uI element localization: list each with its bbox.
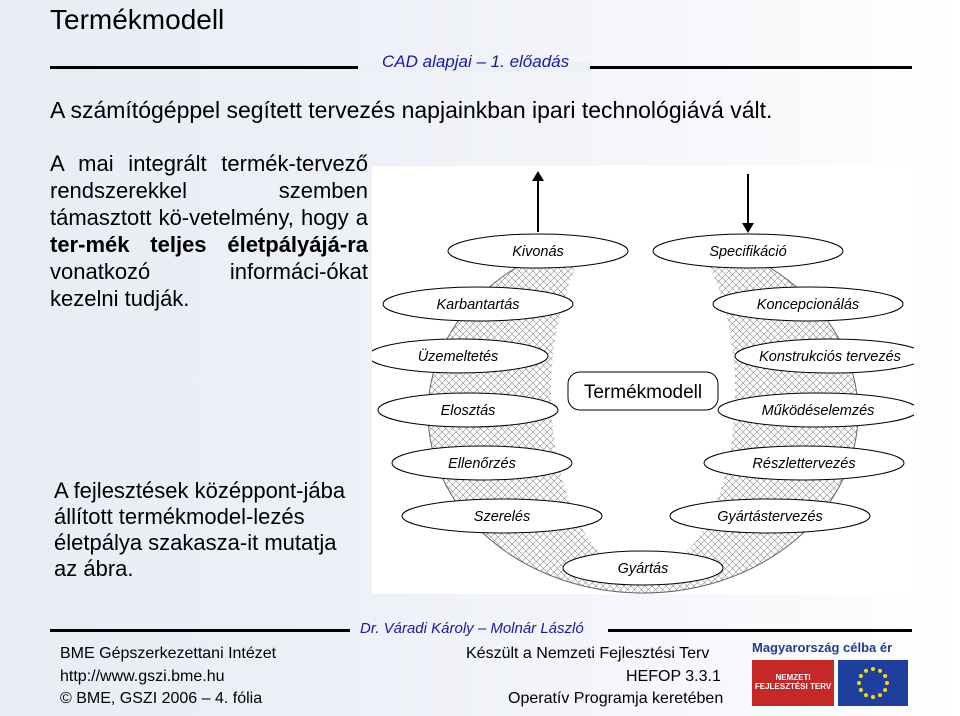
intro-text-bold: ter-mék teljes életpályájá-ra bbox=[50, 232, 368, 257]
slide-title: Termékmodell bbox=[50, 4, 225, 35]
right-stage-ellipse-1 bbox=[712, 286, 904, 322]
footer-url[interactable]: http://www.gszi.bme.hu bbox=[60, 668, 225, 685]
eu-star-0 bbox=[885, 681, 889, 685]
eu-star-1 bbox=[883, 688, 888, 692]
right-stage-ellipse-4 bbox=[703, 445, 905, 481]
hungary-logo-slogan: Magyarország célba ér bbox=[752, 640, 893, 655]
eu-star-7 bbox=[858, 674, 863, 678]
left-stage-ellipse-2 bbox=[372, 338, 549, 374]
headline: A számítógéppel segített tervezés napjai… bbox=[50, 97, 773, 123]
center-box bbox=[567, 371, 719, 411]
left-stage-label-5: Szerelés bbox=[474, 509, 530, 525]
right-stage-label-4: Részlettervezés bbox=[752, 456, 855, 472]
footer-institute: BME Gépszerkezettani Intézet bbox=[60, 645, 277, 662]
footer-funding-line3: Operatív Programja keretében bbox=[508, 690, 724, 707]
right-stage-label-1: Koncepcionálás bbox=[757, 297, 859, 313]
left-stage-ellipse-4 bbox=[391, 445, 573, 481]
left-stage-ellipse-0 bbox=[447, 233, 629, 269]
left-stage-ellipse-3 bbox=[377, 392, 559, 428]
authors: Dr. Váradi Károly – Molnár László bbox=[360, 620, 584, 637]
right-stage-ellipse-3 bbox=[717, 392, 914, 428]
bottom-stage-label-0: Gyártás bbox=[618, 561, 669, 577]
eu-star-11 bbox=[883, 674, 888, 678]
eu-star-4 bbox=[864, 693, 868, 698]
right-stage-ellipse-5 bbox=[669, 498, 871, 534]
eu-star-10 bbox=[878, 668, 882, 673]
right-stage-label-5: Gyártástervezés bbox=[717, 509, 823, 525]
right-stage-label-3: Működéselemzés bbox=[762, 403, 875, 419]
left-stage-ellipse-5 bbox=[401, 498, 603, 534]
eu-flag-logo bbox=[838, 660, 908, 706]
right-stage-label-0: Specifikáció bbox=[709, 244, 786, 260]
footer-divider-right bbox=[608, 629, 912, 632]
left-stage-label-1: Karbantartás bbox=[436, 297, 519, 313]
footer-divider-left bbox=[50, 629, 350, 632]
left-stage-label-3: Elosztás bbox=[441, 403, 496, 419]
bottom-stage-ellipse-0 bbox=[562, 550, 724, 586]
intro-paragraph: A mai integrált termék-tervező rendszere… bbox=[50, 150, 368, 312]
center-label: Termékmodell bbox=[584, 382, 702, 403]
eu-stars-icon bbox=[857, 667, 889, 699]
right-stage-label-2: Konstrukciós tervezés bbox=[759, 349, 901, 365]
top-divider-gap bbox=[358, 62, 590, 72]
eu-star-5 bbox=[858, 688, 863, 692]
left-stage-label-2: Üzemeltetés bbox=[418, 347, 499, 365]
nft-logo: NEMZETI FEJLESZTÉSI TERV bbox=[752, 660, 834, 706]
left-stage-label-0: Kivonás bbox=[512, 244, 564, 260]
right-stage-ellipse-0 bbox=[652, 233, 844, 269]
eu-star-3 bbox=[871, 695, 875, 699]
lifecycle-diagram-svg: KivonásKarbantartásÜzemeltetésElosztásEl… bbox=[372, 171, 914, 594]
eu-star-8 bbox=[864, 668, 868, 673]
left-stage-ellipse-1 bbox=[382, 286, 574, 322]
left-stage-label-4: Ellenőrzés bbox=[448, 456, 516, 472]
right-stage-ellipse-2 bbox=[734, 338, 914, 374]
lecture-subtitle: CAD alapjai – 1. előadás bbox=[382, 52, 570, 71]
footer-funding-line1: Készült a Nemzeti Fejlesztési Terv bbox=[466, 645, 710, 662]
eu-star-6 bbox=[857, 681, 861, 685]
footer-funding-line2: HEFOP 3.3.1 bbox=[626, 668, 721, 685]
eu-star-2 bbox=[878, 693, 882, 698]
footer-copyright: © BME, GSZI 2006 – 4. fólia bbox=[60, 690, 263, 707]
eu-star-9 bbox=[871, 667, 875, 671]
summary-paragraph: A fejlesztések középpont-jába állított t… bbox=[54, 478, 346, 581]
intro-text-2: vonatkozó informáci-ókat kezelni tudják. bbox=[50, 259, 368, 311]
intro-text-1: A mai integrált termék-tervező rendszere… bbox=[50, 151, 368, 230]
